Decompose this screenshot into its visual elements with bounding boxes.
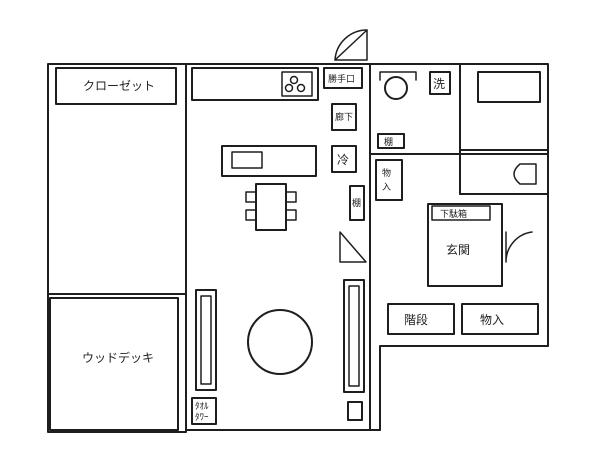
back-door-box bbox=[323, 67, 363, 89]
closet-box bbox=[55, 67, 177, 105]
sofa-right-cushion bbox=[348, 285, 360, 387]
entrance-door bbox=[505, 231, 533, 263]
fridge-label: 冷 bbox=[337, 153, 349, 167]
kitchen-shelf-label: 棚 bbox=[352, 197, 361, 209]
wood-deck-label: ウッドデッキ bbox=[82, 350, 154, 365]
chair bbox=[285, 191, 297, 203]
chair bbox=[245, 191, 257, 203]
hallway-box bbox=[331, 103, 357, 131]
living-door bbox=[339, 231, 367, 263]
sofa-right bbox=[343, 279, 365, 393]
toilet bbox=[513, 163, 537, 185]
small-shelf-label: 棚 bbox=[384, 136, 393, 148]
kitchen-shelf bbox=[349, 185, 365, 221]
dining-table bbox=[255, 183, 287, 231]
stairs-label: 階段 bbox=[404, 312, 428, 327]
shoe-box bbox=[431, 205, 491, 221]
kitchen-island bbox=[221, 145, 317, 177]
hallway-label: 廊下 bbox=[335, 111, 353, 123]
entrance bbox=[427, 203, 503, 287]
bathroom-sink bbox=[477, 71, 541, 103]
left-wing-wall bbox=[47, 63, 187, 433]
stove bbox=[281, 71, 313, 97]
towel-tower-label-2: ﾀﾜｰ bbox=[195, 412, 209, 423]
towel-tower bbox=[191, 397, 217, 425]
wood-deck bbox=[49, 297, 179, 431]
burner-icon bbox=[284, 83, 294, 93]
storage-vertical bbox=[375, 159, 403, 201]
fridge-box bbox=[331, 145, 357, 173]
storage-vertical-label-2: 入 bbox=[382, 182, 391, 193]
storage-vertical-label-1: 物 bbox=[382, 167, 391, 179]
top-door-swing bbox=[334, 29, 368, 61]
shoe-box-label: 下駄箱 bbox=[440, 208, 467, 220]
burner-icon bbox=[289, 75, 299, 85]
towel-tower-label-1: ﾀｵﾙ bbox=[195, 401, 209, 412]
back-door-label: 勝手口 bbox=[328, 73, 355, 85]
small-cabinet bbox=[347, 401, 363, 421]
kitchen-counter bbox=[191, 67, 319, 101]
laundry-box bbox=[429, 71, 451, 95]
stairs bbox=[387, 303, 455, 335]
small-shelf bbox=[377, 133, 405, 149]
top-door bbox=[334, 29, 368, 61]
sofa-left bbox=[195, 289, 217, 391]
washer-frame bbox=[379, 71, 417, 81]
entrance-label: 玄関 bbox=[446, 242, 470, 257]
laundry-label: 洗 bbox=[433, 77, 445, 91]
closet-label: クローゼット bbox=[83, 79, 155, 93]
sofa-left-cushion bbox=[200, 295, 212, 385]
chair bbox=[245, 209, 257, 221]
sink bbox=[231, 151, 263, 169]
burner-icon bbox=[296, 83, 306, 93]
washing-machine bbox=[384, 76, 408, 100]
chair bbox=[285, 209, 297, 221]
storage bbox=[461, 303, 539, 335]
round-table bbox=[247, 309, 313, 375]
storage-label: 物入 bbox=[480, 313, 504, 327]
right-wing-wall bbox=[369, 63, 549, 431]
